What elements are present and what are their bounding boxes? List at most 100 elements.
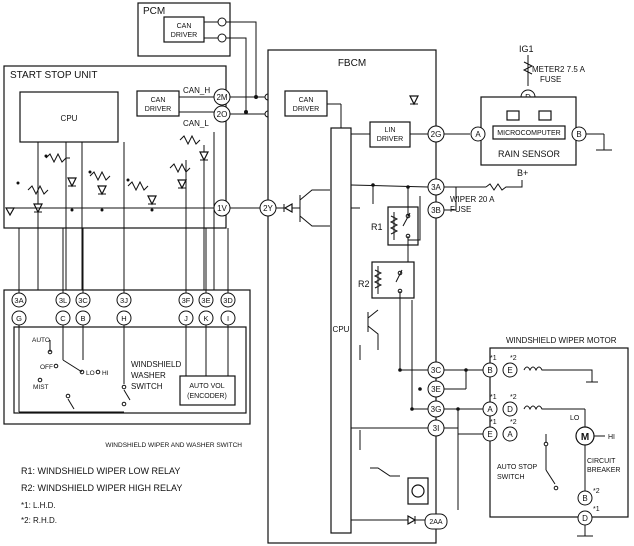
- motor-n2b: *2: [510, 394, 517, 401]
- sw-pin-3e: 3E: [201, 296, 210, 305]
- switch-caption: WINDSHIELD WIPER AND WASHER SWITCH: [105, 442, 242, 449]
- motor-n1c: *1: [490, 419, 497, 426]
- can-h-label: CAN_H: [183, 86, 210, 95]
- ssu-cpu: CPU: [61, 114, 78, 123]
- fbcm-module: FBCM CAN DRIVER LIN DRIVER CPU R1 R2 2G: [259, 49, 448, 544]
- motor-n2c: *2: [510, 419, 517, 426]
- svg-text:DRIVER: DRIVER: [171, 32, 197, 39]
- pin-2o: 2O: [217, 110, 228, 119]
- sw-off: OFF: [40, 364, 53, 371]
- sw-auto: AUTO: [32, 337, 50, 344]
- motor-pin-e-low: E: [487, 430, 492, 439]
- pin-3i-fbcm: 3I: [433, 424, 440, 433]
- sw-pin-j: J: [184, 314, 188, 323]
- ssu-can-driver: CAN: [151, 97, 166, 104]
- wiper-motor: WINDSHIELD WIPER MOTOR *1 *2 B E *1 *2 A…: [482, 336, 629, 537]
- motor-n1b: *1: [490, 394, 497, 401]
- svg-text:FUSE: FUSE: [540, 75, 561, 84]
- ssu-title: START STOP UNIT: [10, 70, 97, 81]
- legend-n2: *2: R.H.D.: [21, 516, 57, 525]
- pcm-title: PCM: [143, 6, 165, 17]
- sw-washer: WINDSHIELD: [131, 360, 181, 369]
- sw-pin-3d: 3D: [223, 296, 233, 305]
- battery-supply: B+ WIPER 20 A FUSE: [444, 168, 528, 214]
- motor-hi: HI: [608, 434, 615, 441]
- sw-mist: MIST: [33, 384, 49, 391]
- legend: R1: WINDSHIELD WIPER LOW RELAY R2: WINDS…: [21, 466, 182, 525]
- sw-pin-3j: 3J: [120, 296, 128, 305]
- pin-3b-fbcm: 3B: [431, 206, 441, 215]
- motor-n2a: *2: [510, 355, 517, 362]
- legend-r2: R2: WINDSHIELD WIPER HIGH RELAY: [21, 483, 182, 493]
- svg-text:SWITCH: SWITCH: [497, 474, 525, 481]
- can-l-label: CAN_L: [183, 119, 209, 128]
- rain-pin-a: A: [475, 130, 481, 139]
- pin-2y: 2Y: [263, 204, 273, 213]
- motor-pin-d: D: [507, 405, 513, 414]
- pin-2m: 2M: [216, 93, 227, 102]
- sw-pin-b: B: [80, 314, 85, 323]
- wiper-fuse: WIPER 20 A: [450, 195, 495, 204]
- pin-3e-fbcm: 3E: [431, 385, 441, 394]
- svg-text:WASHER: WASHER: [131, 371, 166, 380]
- fbcm-can-driver: CAN: [299, 97, 314, 104]
- pin-3a-fbcm: 3A: [431, 183, 441, 192]
- meter2-fuse: METER2 7.5 A: [532, 65, 586, 74]
- motor-pin-e-top: E: [507, 366, 512, 375]
- motor-n1a: *1: [490, 355, 497, 362]
- sw-auto-vol: AUTO VOL: [189, 383, 224, 390]
- sw-pin-k: K: [203, 314, 208, 323]
- rain-sensor: IG1 METER2 7.5 A FUSE D A B MICROCOMPUTE…: [470, 44, 612, 166]
- svg-text:BREAKER: BREAKER: [587, 467, 620, 474]
- pin-1v: 1V: [217, 204, 227, 213]
- fbcm-title: FBCM: [338, 58, 366, 69]
- motor-m: M: [581, 432, 589, 443]
- circuit-breaker: CIRCUIT: [587, 458, 616, 465]
- sw-pin-g: G: [16, 314, 22, 323]
- sw-pin-c: C: [60, 314, 66, 323]
- auto-stop: AUTO STOP: [497, 464, 538, 471]
- pin-3g-fbcm: 3G: [431, 405, 442, 414]
- sw-lo: LO: [86, 370, 95, 377]
- rain-pin-b: B: [576, 130, 581, 139]
- svg-text:DRIVER: DRIVER: [293, 106, 319, 113]
- sw-pin-3a: 3A: [14, 296, 23, 305]
- svg-text:SWITCH: SWITCH: [131, 382, 163, 391]
- motor-pin-d-low: D: [582, 514, 588, 523]
- ig1-label: IG1: [519, 44, 534, 54]
- motor-pin-b-top: B: [487, 366, 492, 375]
- motor-pin-b-low: B: [582, 494, 587, 503]
- svg-text:DRIVER: DRIVER: [377, 136, 403, 143]
- motor-pin-a-low: A: [507, 430, 513, 439]
- sw-pin-i: I: [227, 314, 229, 323]
- legend-r1: R1: WINDSHIELD WIPER LOW RELAY: [21, 466, 180, 476]
- svg-text:FUSE: FUSE: [450, 205, 471, 214]
- svg-text:(ENCODER): (ENCODER): [187, 393, 227, 400]
- pcm-can-driver: CAN: [177, 23, 192, 30]
- motor-n1d: *1: [593, 506, 600, 513]
- wiper-washer-switch: 3A 3L 3C 3J 3F 3E 3D G C B H J K I AUTO …: [3, 289, 251, 449]
- fbcm-cpu: CPU: [333, 325, 350, 334]
- pin-2g: 2G: [431, 130, 442, 139]
- sw-pin-3f: 3F: [182, 296, 191, 305]
- motor-n2d: *2: [593, 488, 600, 495]
- rain-microcomputer: MICROCOMPUTER: [497, 130, 560, 137]
- sw-pin-3l: 3L: [59, 296, 67, 305]
- relay-r1-label: R1: [371, 222, 383, 232]
- rain-sensor-title: RAIN SENSOR: [498, 149, 561, 159]
- relay-r2-label: R2: [358, 279, 370, 289]
- b-plus-label: B+: [517, 168, 528, 178]
- svg-text:DRIVER: DRIVER: [145, 106, 171, 113]
- sw-pin-h: H: [121, 314, 126, 323]
- pcm-module: PCM CAN DRIVER: [137, 2, 231, 57]
- legend-n1: *1: L.H.D.: [21, 501, 56, 510]
- pin-2aa: 2AA: [429, 519, 443, 526]
- motor-pin-a: A: [487, 405, 493, 414]
- fbcm-lin-driver: LIN: [385, 127, 396, 134]
- motor-lo: LO: [570, 415, 580, 422]
- sw-pin-3c: 3C: [78, 296, 88, 305]
- sw-hi: HI: [102, 370, 109, 377]
- motor-title: WINDSHIELD WIPER MOTOR: [506, 336, 617, 345]
- pin-3c-fbcm: 3C: [431, 366, 441, 375]
